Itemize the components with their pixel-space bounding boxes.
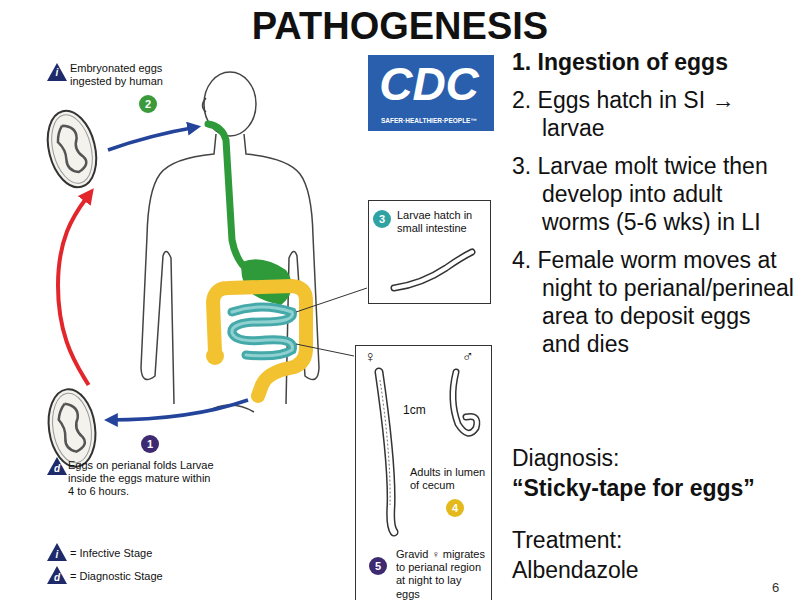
legend-icon-letter: i <box>51 549 63 561</box>
callout-number: 2 <box>139 95 157 113</box>
egg-shape <box>40 106 104 192</box>
egg-inner-shell <box>45 110 99 187</box>
egg-group <box>44 386 100 470</box>
page-number: 6 <box>772 580 779 596</box>
step-item: 4. Female worm moves at night to periana… <box>512 246 794 358</box>
stage-caption: Gravid ♀ migrates to perianal region at … <box>396 548 488 600</box>
stage-caption: Adults in lumen of cecum <box>410 466 488 492</box>
stage-caption: Embryonated eggs ingested by human <box>70 62 170 88</box>
logo-text: CDC <box>368 61 490 107</box>
step-list: 1. Ingestion of eggs 2. Eggs hatch in SI … <box>512 48 794 368</box>
small-intestine <box>232 307 293 356</box>
diagnosis-text: “Sticky-tape for eggs” <box>512 474 755 502</box>
egg-stage: Embryonated eggs ingested by human <box>40 60 174 192</box>
ingestion-arrow <box>108 127 197 150</box>
infective-stage-icon <box>47 63 67 81</box>
callout-number: 4 <box>446 499 464 517</box>
larva-in-egg <box>54 122 88 175</box>
male-worm-body <box>453 372 477 433</box>
larva-in-egg <box>57 402 86 454</box>
callout-number: 3 <box>373 210 391 228</box>
stage-icon-letter: d <box>51 463 63 475</box>
egg-shell <box>44 386 100 470</box>
legend-entry: = Infective Stage <box>70 546 152 560</box>
female-worm-eggs <box>380 380 390 505</box>
colon <box>213 286 306 396</box>
cecum <box>206 347 224 365</box>
legend-icon <box>47 543 67 561</box>
small-intestine-highlight <box>232 307 293 356</box>
callout-number: 1 <box>141 435 159 453</box>
egg-stage: Eggs on perianal folds Larvae inside the… <box>40 385 220 505</box>
egg-inner-shell <box>48 391 95 466</box>
stage-caption: Eggs on perianal folds Larvae inside the… <box>68 459 216 499</box>
egg-shape <box>40 385 104 471</box>
logo-box: CDC SAFER·HEALTHIER·PEOPLE™ <box>368 55 494 131</box>
callout-number: 5 <box>369 557 387 575</box>
section-heading: Treatment: <box>512 526 622 554</box>
legend-entry: = Diagnostic Stage <box>70 569 163 583</box>
body-left-side <box>141 134 216 404</box>
step-item: 1. Ingestion of eggs <box>512 48 794 76</box>
stage-caption: Larvae hatch in small intestine <box>397 209 487 235</box>
step-item: 3. Larvae molt twice then develop into a… <box>512 152 794 236</box>
male-worm-outline <box>453 372 477 433</box>
larva-outline <box>394 252 472 288</box>
scale-label: 1cm <box>403 403 426 417</box>
female-worm-outline <box>379 372 394 532</box>
sex-symbol: ♂ <box>462 347 474 366</box>
leader-line <box>296 344 354 356</box>
egg-deposit-arrow <box>108 400 248 420</box>
legend-icon-letter: d <box>51 572 63 584</box>
cycle-arrow <box>58 192 91 385</box>
human-outline <box>141 72 319 412</box>
egg-shell <box>40 106 104 192</box>
slide-title: PATHOGENESIS <box>0 4 800 48</box>
step-item: 2. Eggs hatch in SI → larvae <box>512 86 794 142</box>
treatment-text: Albendazole <box>512 556 639 584</box>
legend-icon <box>47 566 67 584</box>
connector-group <box>58 192 91 385</box>
leader-line <box>296 288 367 312</box>
larva-body <box>394 252 472 288</box>
section-heading: Diagnosis: <box>512 444 619 472</box>
logo-tagline: SAFER·HEALTHIER·PEOPLE™ <box>368 117 490 125</box>
nose <box>203 98 207 112</box>
esophagus <box>208 124 250 272</box>
sex-symbol: ♀ <box>364 347 376 366</box>
female-worm-body <box>379 372 394 532</box>
egg-group <box>40 106 104 192</box>
stage-icon-letter: i <box>51 67 63 79</box>
